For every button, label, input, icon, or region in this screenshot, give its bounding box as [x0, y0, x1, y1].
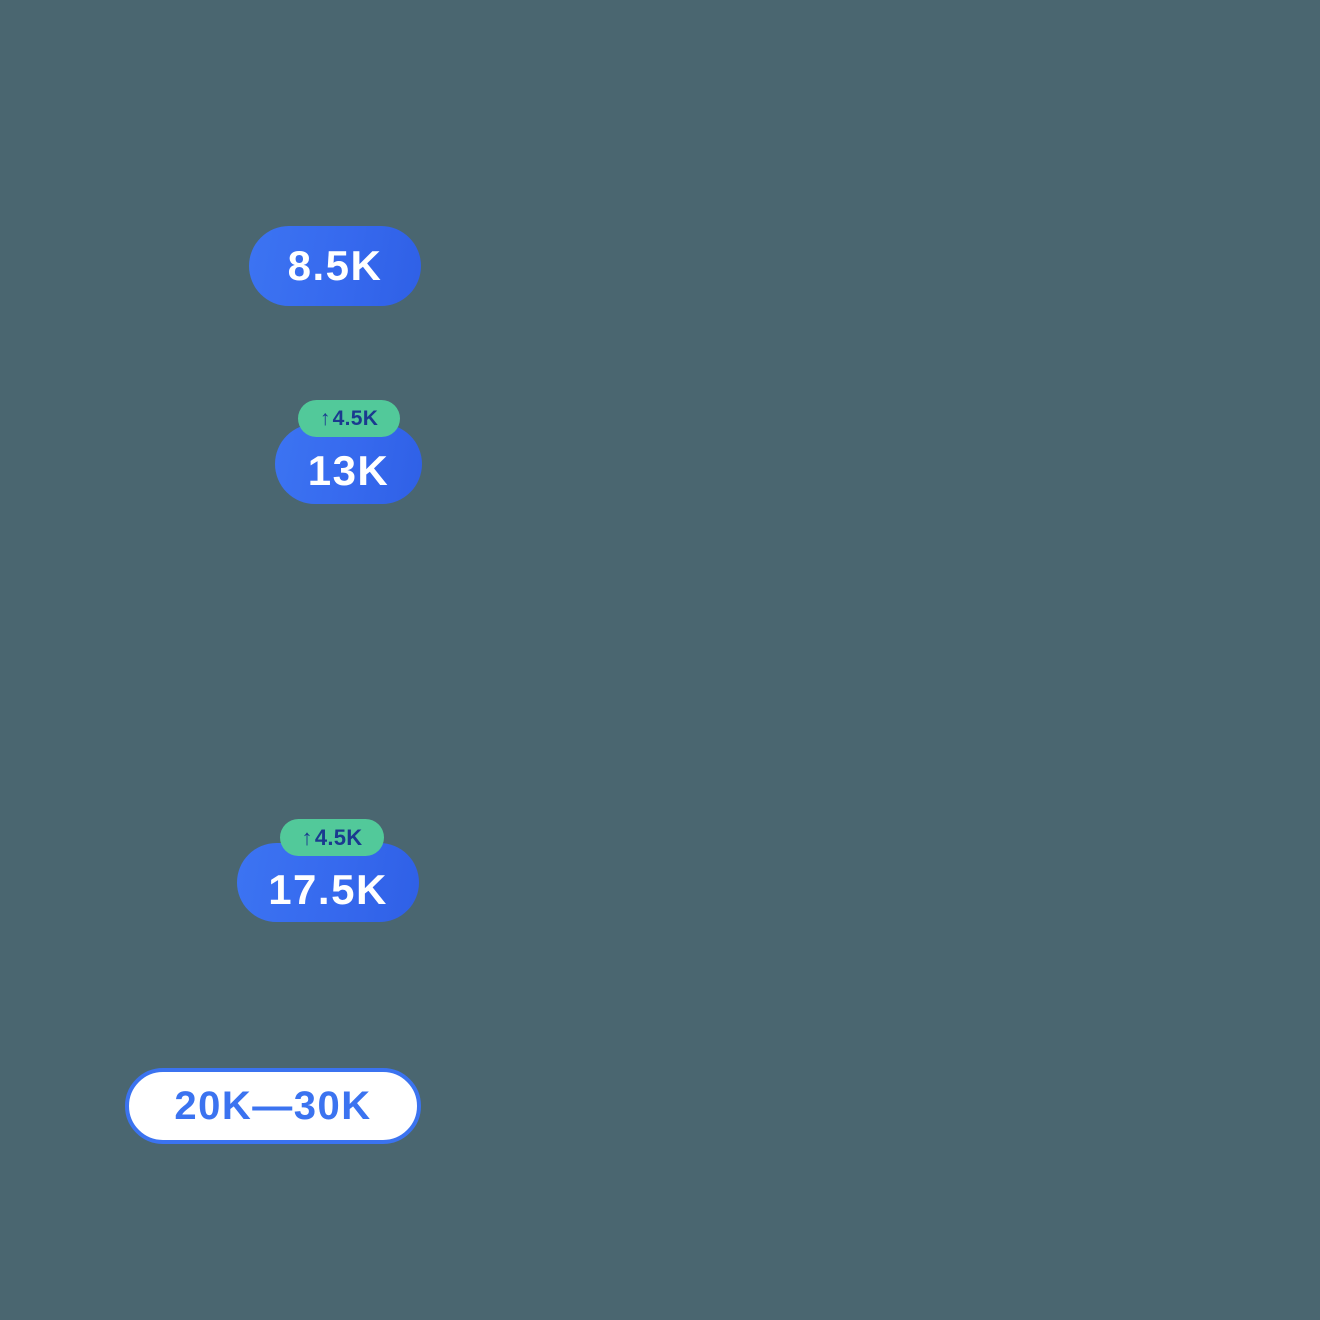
arrow-up-icon: ↑: [301, 824, 313, 850]
badge-growth-delta-label: 4.5K: [332, 407, 379, 430]
badge-projected-delta-label: 4.5K: [314, 824, 363, 850]
badge-total-value[interactable]: 8.5K: [249, 226, 421, 306]
badge-projected-delta[interactable]: ↑ 4.5K: [280, 819, 384, 856]
badge-range-value[interactable]: 20K—30K: [125, 1068, 421, 1144]
badge-growth-delta[interactable]: ↑ 4.5K: [298, 400, 400, 437]
badge-growth-value[interactable]: 13K: [275, 424, 422, 504]
arrow-up-icon: ↑: [319, 407, 331, 430]
badge-projected-value[interactable]: 17.5K: [237, 843, 419, 922]
